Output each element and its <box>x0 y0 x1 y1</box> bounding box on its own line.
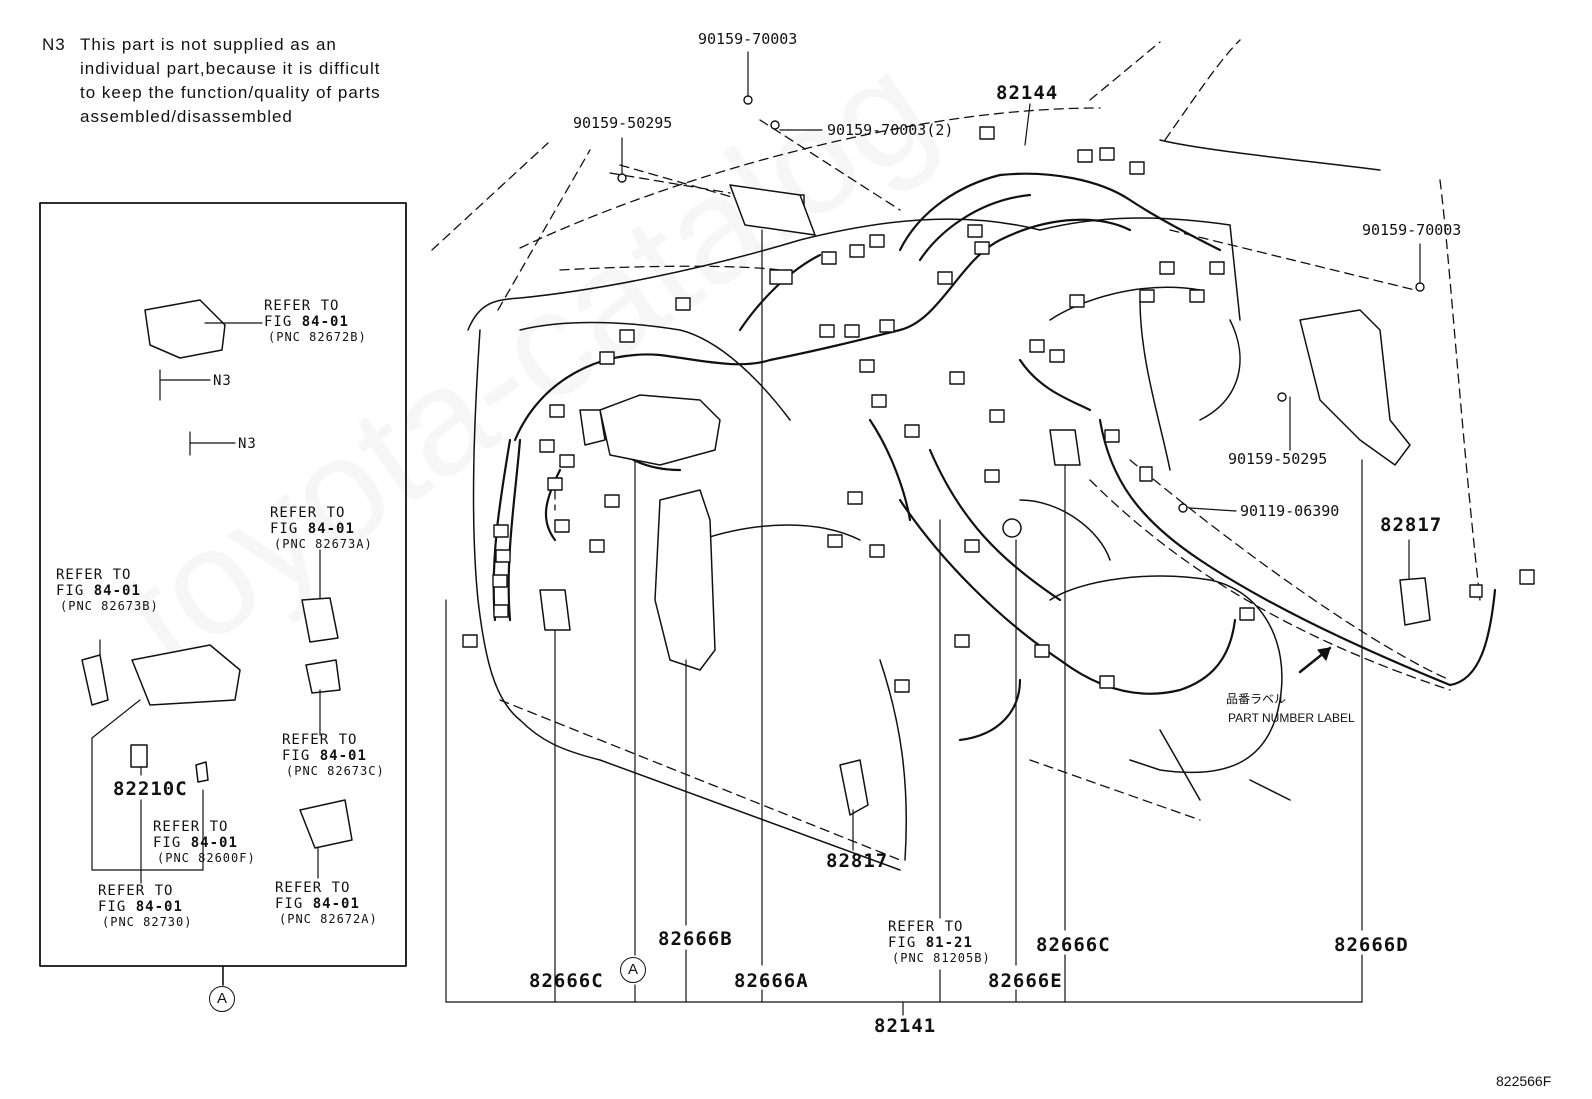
part-label: 90159-50295 <box>1228 450 1328 468</box>
refer-lead: REFER TO <box>153 819 229 835</box>
refer-lead: REFER TO <box>888 919 964 935</box>
refer-lead: REFER TO <box>264 298 340 314</box>
part-label: 82666B <box>658 928 733 950</box>
refer-fig: FIG 84-01 <box>153 835 238 851</box>
part-label: 90159-70003 <box>698 30 798 48</box>
refer-fig: FIG 84-01 <box>98 899 183 915</box>
note-line-2: individual part,because it is difficult <box>80 59 381 78</box>
refer-fig: FIG 84-01 <box>264 314 349 330</box>
part-label: 82141 <box>874 1015 937 1037</box>
note-code: N3 <box>42 35 66 54</box>
refer-fig: FIG 81-21 <box>888 935 973 951</box>
callout-a: A <box>209 986 235 1012</box>
note-line-3: to keep the function/quality of parts <box>80 83 381 102</box>
leader-lines <box>91 51 1421 1016</box>
part-number-label-jp: 品番ラベル <box>1226 692 1287 706</box>
part-label: 90119-06390 <box>1240 502 1340 520</box>
components <box>81 184 1431 849</box>
refer-lead: REFER TO <box>275 880 351 896</box>
part-label: 90159-50295 <box>573 114 673 132</box>
refer-pnc: (PNC 82672A) <box>279 912 378 926</box>
refer-pnc: (PNC 82672B) <box>268 330 367 344</box>
refer-lead: REFER TO <box>56 567 132 583</box>
body-outline <box>431 39 1481 861</box>
part-label: 82666E <box>988 970 1063 992</box>
refer-fig: FIG 84-01 <box>275 896 360 912</box>
part-label: 82210C <box>113 778 188 800</box>
part-label: 82817 <box>1380 514 1443 536</box>
refer-lead: REFER TO <box>98 883 174 899</box>
refer-pnc: (PNC 82673A) <box>274 537 373 551</box>
dashboard-outline <box>467 139 1381 871</box>
refer-fig: FIG 84-01 <box>282 748 367 764</box>
part-label: 82666A <box>734 970 809 992</box>
part-label: 82144 <box>996 82 1059 104</box>
part-label: 82817 <box>826 850 889 872</box>
bolts <box>617 95 1425 513</box>
part-number-label-en: PART NUMBER LABEL <box>1228 711 1355 725</box>
note-line-1: This part is not supplied as an <box>80 35 337 54</box>
part-label: 90159-70003(2) <box>827 121 954 139</box>
refer-pnc: (PNC 82673C) <box>286 764 385 778</box>
part-label: 82666D <box>1334 934 1409 956</box>
refer-lead: REFER TO <box>270 505 346 521</box>
part-label: 90159-70003 <box>1362 221 1462 239</box>
callout-a: A <box>620 957 646 983</box>
refer-fig: FIG 84-01 <box>56 583 141 599</box>
n3-label: N3 <box>213 373 232 389</box>
refer-fig: FIG 84-01 <box>270 521 355 537</box>
refer-pnc: (PNC 82730) <box>102 915 193 929</box>
part-label: 82666C <box>1036 934 1111 956</box>
refer-pnc: (PNC 82673B) <box>60 599 159 613</box>
note-line-4: assembled/disassembled <box>80 107 293 126</box>
refer-lead: REFER TO <box>282 732 358 748</box>
n3-label: N3 <box>238 436 257 452</box>
part-label: 82666C <box>529 970 604 992</box>
refer-pnc: (PNC 82600F) <box>157 851 256 865</box>
connectors <box>462 126 1535 693</box>
refer-pnc: (PNC 81205B) <box>892 951 991 965</box>
diagram-code: 822566F <box>1496 1073 1552 1089</box>
